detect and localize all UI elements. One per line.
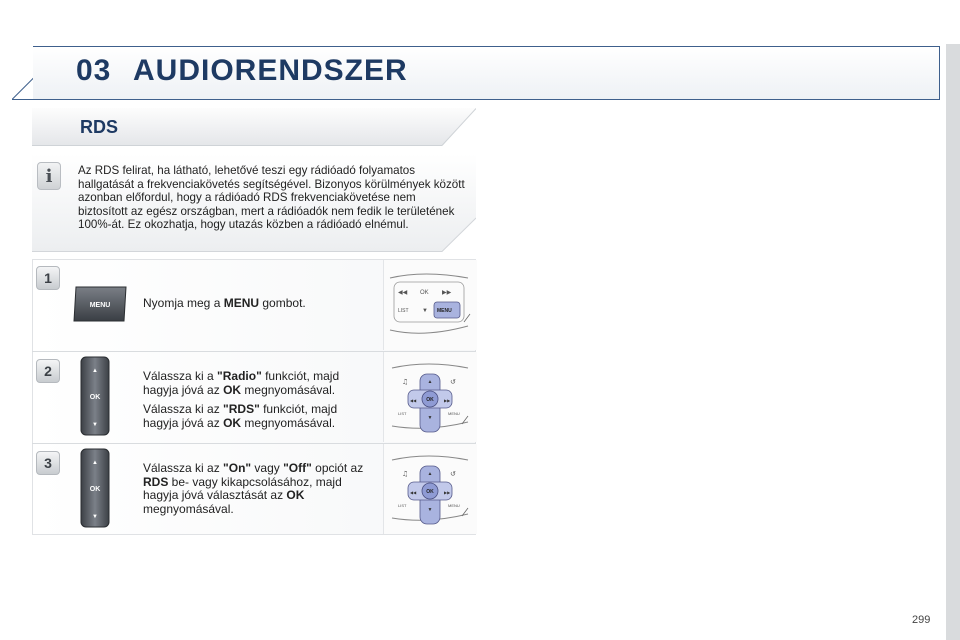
chapter-title: AUDIORENDSZER [133,54,408,87]
svg-text:▶▶: ▶▶ [444,490,451,495]
svg-text:LIST: LIST [398,308,409,314]
step-2-paragraph-2: Válassza ki az "RDS" funkciót, majd hagy… [143,402,338,430]
info-panel [32,154,476,252]
svg-text:LIST: LIST [398,503,407,508]
page-edge-bar [946,44,960,640]
svg-text:MENU: MENU [437,308,452,314]
info-text: Az RDS felirat, ha látható, lehetővé tes… [78,164,465,232]
svg-text:OK: OK [420,290,429,296]
svg-text:OK: OK [90,394,101,401]
svg-text:♫: ♫ [402,470,408,478]
menu-button-image: MENU [73,286,127,322]
svg-text:OK: OK [426,489,434,495]
step-1-steering-controls: ◀◀ OK ▶▶ LIST ▼ MENU [383,260,477,350]
ok-rocker-image: ▲ OK ▼ [80,448,110,528]
svg-text:OK: OK [90,486,101,493]
step-3-text: Válassza ki az "On" vagy "Off" opciót az… [143,461,364,516]
svg-text:♫: ♫ [402,378,408,386]
step-3-steering-controls: ♫ ↺ OK ▲ ▼ ◀◀ ▶▶ LIST MENU [383,444,477,534]
page-number: 299 [912,614,931,626]
svg-text:▼: ▼ [428,507,433,513]
svg-text:LIST: LIST [398,411,407,416]
svg-text:▼: ▼ [92,422,98,428]
svg-text:◀◀: ◀◀ [398,290,408,296]
step-divider [32,351,476,352]
info-icon: i [37,162,61,190]
step-2-badge: 2 [36,359,60,383]
svg-text:MENU: MENU [448,503,460,508]
svg-text:OK: OK [426,397,434,403]
section-header-bar [32,108,476,146]
header-banner [33,46,940,100]
menu-button-label: MENU [90,302,111,309]
svg-text:▼: ▼ [92,514,98,520]
step-divider [32,443,476,444]
svg-text:▲: ▲ [428,471,433,477]
step-2-paragraph-1: Válassza ki a "Radio" funkciót, majd hag… [143,369,340,397]
svg-text:◀◀: ◀◀ [410,490,417,495]
section-title: RDS [80,117,119,137]
svg-text:↺: ↺ [450,470,456,478]
svg-text:▲: ▲ [92,368,98,374]
step-2-steering-controls: ♫ ↺ OK ▲ ▼ ◀◀ ▶▶ LIST MENU [383,352,477,442]
step-2-text: Válassza ki a "Radio" funkciót, majd hag… [143,369,375,436]
svg-text:▲: ▲ [92,460,98,466]
svg-text:▼: ▼ [428,415,433,421]
svg-text:▼: ▼ [422,308,428,314]
svg-text:▲: ▲ [428,379,433,385]
svg-text:↺: ↺ [450,378,456,386]
svg-text:▶▶: ▶▶ [442,290,452,296]
svg-text:MENU: MENU [448,411,460,416]
step-3-badge: 3 [36,451,60,475]
ok-rocker-image: ▲ OK ▼ [80,356,110,436]
chapter-number: 03 [76,54,112,87]
step-1-badge: 1 [36,266,60,290]
step-1-text: Nyomja meg a MENU gombot. [143,296,306,310]
svg-text:◀◀: ◀◀ [410,398,417,403]
svg-text:▶▶: ▶▶ [444,398,451,403]
